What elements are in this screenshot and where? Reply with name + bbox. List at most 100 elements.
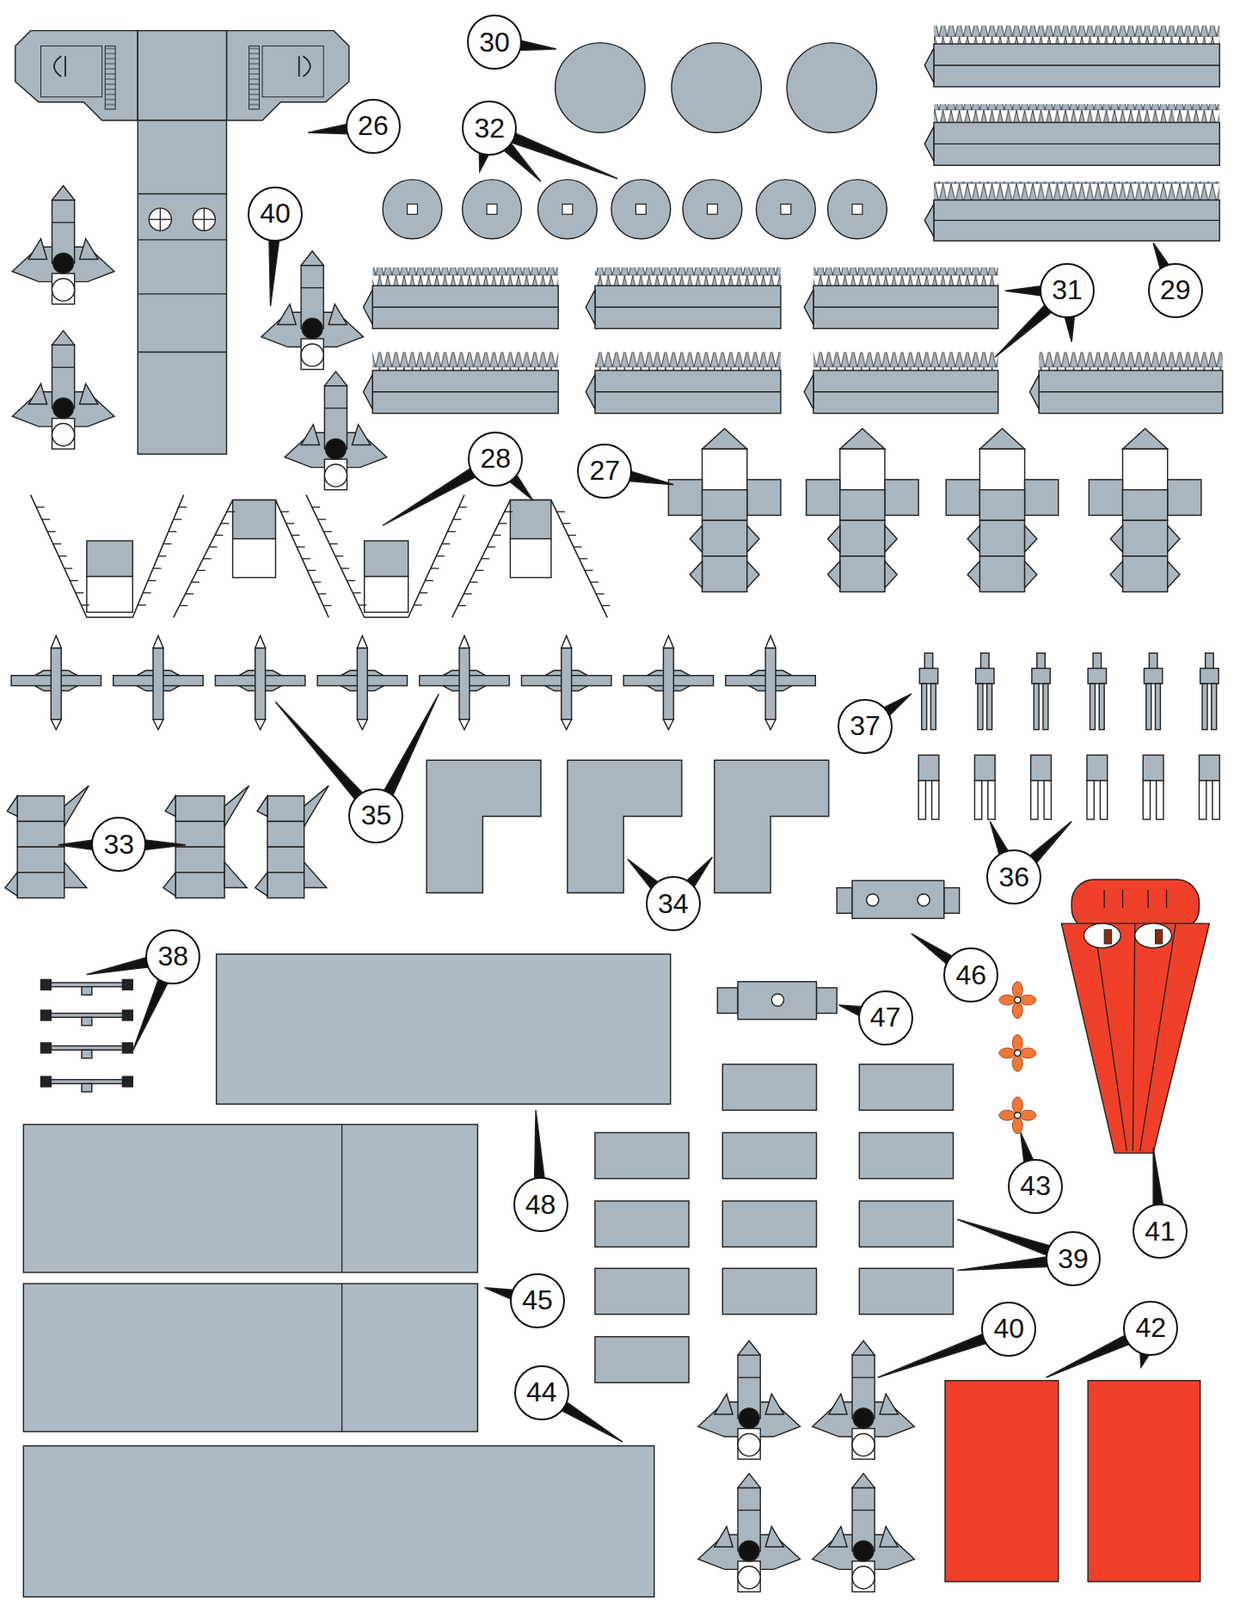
ladder-rung bbox=[291, 534, 300, 536]
segment bbox=[17, 872, 65, 899]
pin-leg bbox=[1154, 683, 1161, 730]
plate bbox=[595, 1337, 689, 1383]
ladder-rung bbox=[208, 546, 217, 548]
petal bbox=[1012, 982, 1023, 999]
hole bbox=[917, 894, 930, 907]
leader-pointer bbox=[307, 123, 350, 135]
point bbox=[356, 635, 368, 648]
clip-leg bbox=[918, 780, 926, 820]
hole bbox=[771, 994, 784, 1007]
stub bbox=[81, 1049, 93, 1058]
fold-line bbox=[52, 367, 75, 369]
teeth-row bbox=[595, 267, 781, 286]
glue-tab bbox=[924, 48, 934, 83]
clip-leg bbox=[1199, 780, 1207, 820]
fold-line bbox=[595, 306, 781, 308]
glue-tab bbox=[1030, 374, 1040, 410]
cross-post bbox=[459, 648, 470, 720]
nose bbox=[852, 1341, 875, 1357]
red-panel bbox=[1087, 1381, 1201, 1583]
ladder-rung bbox=[168, 531, 177, 533]
panel bbox=[216, 954, 671, 1105]
tab bbox=[828, 525, 841, 553]
leader-pointer bbox=[957, 1256, 1050, 1271]
segment bbox=[267, 847, 305, 873]
hole bbox=[866, 894, 879, 907]
fold-line bbox=[852, 1510, 875, 1511]
ladder-rung bbox=[346, 580, 355, 582]
point bbox=[662, 635, 674, 648]
end-block bbox=[122, 1010, 133, 1021]
callout-number: 31 bbox=[1039, 263, 1095, 319]
ladder-rung bbox=[227, 511, 235, 513]
strip bbox=[372, 285, 559, 329]
fold-line bbox=[137, 351, 227, 353]
leader-pointer bbox=[510, 132, 618, 179]
petal bbox=[1012, 1055, 1023, 1072]
pin-leg bbox=[1043, 683, 1049, 730]
base bbox=[324, 459, 347, 491]
ladder-frame bbox=[306, 495, 465, 618]
leader-pointer bbox=[382, 466, 478, 526]
tab bbox=[224, 785, 249, 827]
fold-line bbox=[52, 221, 75, 223]
callout-number: 26 bbox=[345, 98, 401, 154]
ladder-box bbox=[86, 577, 133, 614]
ladder-rung bbox=[178, 506, 187, 508]
base bbox=[52, 418, 75, 450]
fin bbox=[879, 1527, 898, 1548]
ladder-rung bbox=[318, 518, 326, 520]
end-block bbox=[122, 979, 133, 990]
base bbox=[300, 338, 324, 370]
cone-line bbox=[1122, 890, 1124, 909]
panel-inset bbox=[40, 45, 102, 97]
ladder-rung bbox=[301, 558, 310, 559]
plate bbox=[859, 1268, 953, 1314]
tab bbox=[1025, 525, 1038, 553]
ladder-rung bbox=[447, 531, 455, 533]
fin bbox=[79, 383, 99, 405]
point bbox=[50, 635, 62, 648]
point bbox=[255, 719, 266, 731]
plate bbox=[722, 1064, 817, 1111]
glue-tab bbox=[585, 289, 596, 325]
ladder-rung bbox=[573, 546, 582, 548]
ladder-rung bbox=[185, 593, 194, 595]
disc bbox=[786, 42, 877, 133]
stub bbox=[81, 1083, 93, 1092]
fin bbox=[351, 424, 370, 446]
point bbox=[356, 719, 368, 731]
square-hole bbox=[407, 203, 418, 215]
nose bbox=[737, 1473, 761, 1489]
stem bbox=[137, 120, 227, 455]
glue-tab bbox=[585, 374, 596, 410]
end-block bbox=[122, 1076, 133, 1087]
disc bbox=[555, 42, 645, 133]
face bbox=[979, 448, 1025, 490]
clip bbox=[1031, 755, 1052, 781]
point bbox=[561, 635, 572, 648]
ladder-rung bbox=[286, 522, 295, 524]
ladder-rung bbox=[313, 581, 321, 583]
glue-tab bbox=[804, 289, 814, 325]
fin bbox=[277, 304, 296, 326]
tab bbox=[255, 872, 268, 897]
clip-leg bbox=[1142, 780, 1150, 820]
face bbox=[702, 556, 748, 593]
l-bracket bbox=[567, 760, 682, 893]
fold-line bbox=[933, 64, 1220, 66]
tab bbox=[6, 796, 18, 817]
fold-line bbox=[137, 239, 227, 240]
ladder-rung bbox=[590, 581, 599, 583]
leader-pointer bbox=[86, 957, 151, 975]
ladder-rung bbox=[430, 567, 439, 569]
tab bbox=[828, 561, 841, 589]
callout-number: 44 bbox=[514, 1365, 570, 1421]
segment bbox=[17, 796, 65, 823]
cross-post bbox=[561, 648, 572, 720]
plate bbox=[595, 1268, 689, 1314]
clip-leg bbox=[974, 780, 982, 820]
fold-line bbox=[933, 220, 1220, 221]
tab bbox=[747, 561, 760, 589]
